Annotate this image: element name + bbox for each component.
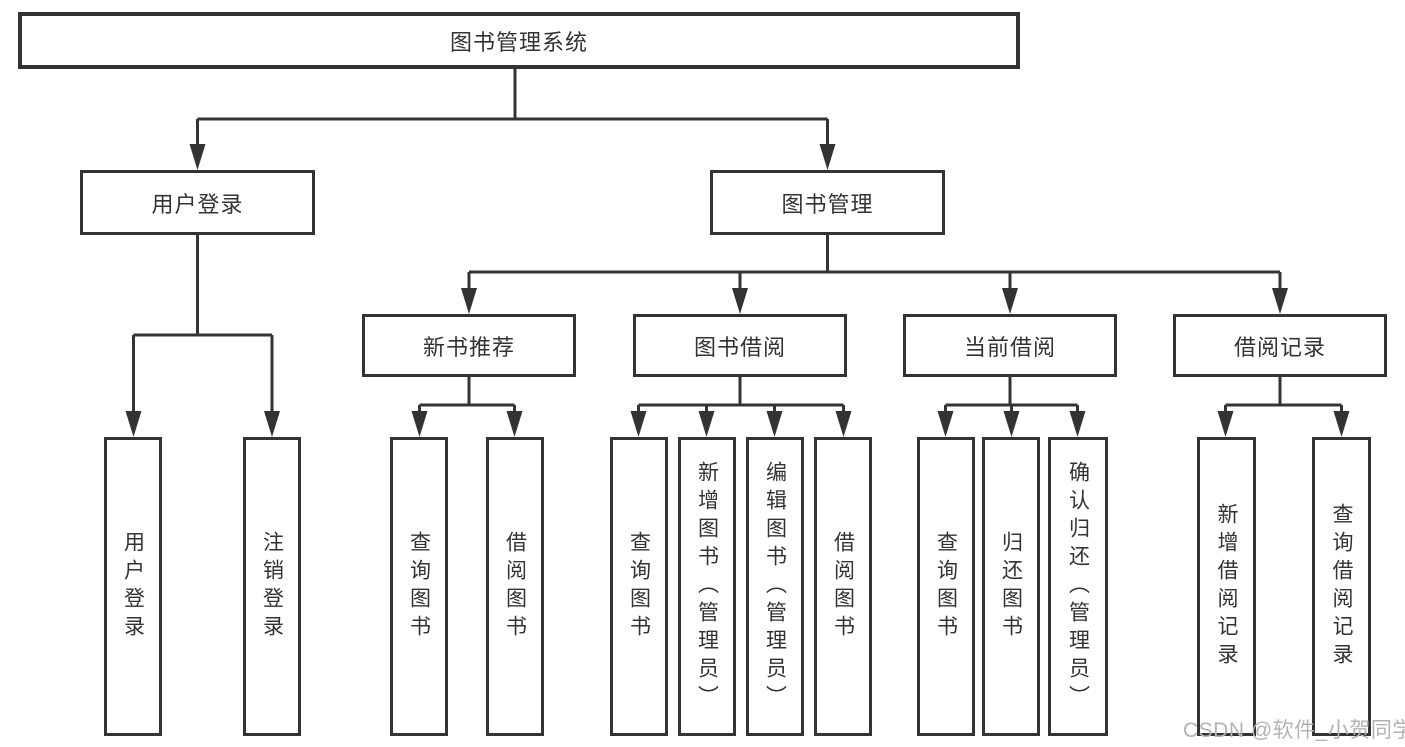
node-leaf-add-borrow-record: 新增借阅记录 — [1197, 437, 1256, 736]
connector-root-to-level2 — [196, 68, 829, 147]
arrow-icon — [766, 411, 783, 437]
connector-recommendation-to-leaves — [418, 377, 516, 414]
arrow-icon — [264, 411, 280, 437]
arrow-icon — [1333, 411, 1350, 437]
node-label: 借阅图书 — [831, 530, 855, 643]
node-leaf-add-books-admin: 新增图书（管理员） — [678, 437, 736, 736]
arrow-icon — [506, 411, 523, 437]
arrow-icon — [1069, 411, 1086, 437]
node-label: 借阅记录 — [1233, 334, 1326, 360]
node-book-management: 图书管理 — [710, 170, 945, 235]
arrow-icon — [189, 144, 206, 170]
node-label: 注销登录 — [260, 530, 284, 643]
node-label: 查询图书 — [407, 530, 431, 643]
node-leaf-return-books: 归还图书 — [982, 437, 1040, 736]
connector-book-management-to-level3 — [467, 235, 1282, 291]
node-label: 编辑图书（管理员） — [763, 460, 787, 713]
node-label: 归还图书 — [999, 530, 1023, 643]
node-label: 新书推荐 — [422, 334, 515, 360]
node-label: 当前借阅 — [963, 334, 1056, 360]
node-label: 用户登录 — [151, 191, 244, 217]
arrow-icon — [411, 411, 428, 437]
arrow-icon — [630, 411, 647, 437]
arrow-icon — [1272, 288, 1288, 314]
arrow-icon — [937, 411, 954, 437]
arrow-icon — [698, 411, 715, 437]
node-label: 图书管理系统 — [449, 29, 588, 55]
node-label: 查询借阅记录 — [1330, 502, 1353, 671]
node-leaf-borrow-books-borrowing: 借阅图书 — [814, 437, 872, 736]
node-label: 新增图书（管理员） — [695, 460, 719, 713]
node-leaf-logout: 注销登录 — [243, 437, 301, 736]
connector-records-to-leaves — [1224, 377, 1343, 414]
arrow-icon — [1217, 411, 1234, 437]
node-label: 新增借阅记录 — [1215, 502, 1238, 671]
arrow-icon — [125, 411, 142, 437]
node-leaf-query-books-current: 查询图书 — [917, 437, 975, 736]
node-leaf-edit-books-admin: 编辑图书（管理员） — [746, 437, 804, 736]
node-borrowing-records: 借阅记录 — [1173, 314, 1387, 377]
node-leaf-confirm-return-admin: 确认归还（管理员） — [1048, 437, 1108, 736]
node-new-book-recommendation: 新书推荐 — [362, 314, 576, 377]
arrow-icon — [819, 144, 836, 170]
node-label: 借阅图书 — [503, 530, 527, 643]
watermark: CSDN @软件_小贺同学 — [1183, 719, 1405, 742]
connector-borrowing-to-leaves — [637, 377, 845, 414]
connector-current-to-leaves — [944, 377, 1079, 414]
arrow-icon — [732, 288, 748, 314]
node-book-borrowing: 图书借阅 — [633, 314, 847, 377]
node-leaf-user-login: 用户登录 — [104, 437, 162, 736]
arrow-icon — [461, 288, 477, 314]
node-library-management-system: 图书管理系统 — [18, 12, 1020, 69]
node-current-borrowing: 当前借阅 — [903, 314, 1117, 377]
node-label: 查询图书 — [934, 530, 958, 643]
arrow-icon — [1002, 288, 1018, 314]
node-label: 查询图书 — [627, 530, 651, 643]
node-leaf-query-borrow-record: 查询借阅记录 — [1312, 437, 1371, 736]
node-label: 用户登录 — [121, 530, 145, 643]
arrow-icon — [835, 411, 852, 437]
node-label: 图书借阅 — [693, 334, 786, 360]
node-label: 确认归还（管理员） — [1066, 460, 1090, 713]
node-label: 图书管理 — [781, 191, 874, 217]
node-leaf-borrow-books-recommendation: 借阅图书 — [486, 437, 544, 736]
connector-user-login-to-leaves — [132, 235, 274, 414]
node-leaf-query-books-borrowing: 查询图书 — [610, 437, 668, 736]
node-user-login: 用户登录 — [80, 170, 315, 235]
arrow-icon — [1003, 411, 1020, 437]
node-leaf-query-books-recommendation: 查询图书 — [390, 437, 448, 736]
